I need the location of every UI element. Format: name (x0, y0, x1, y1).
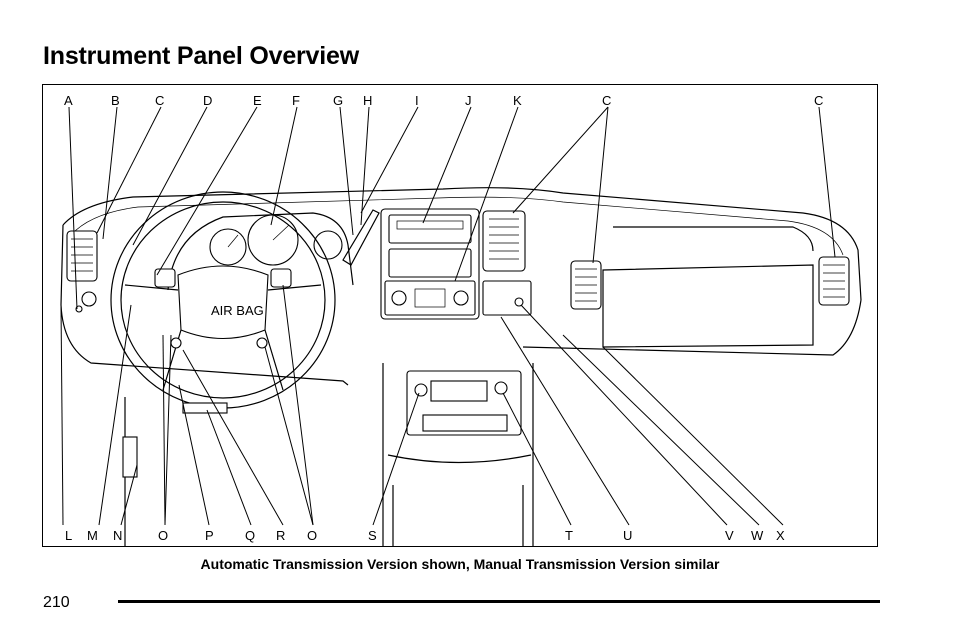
callout-s: S (368, 528, 377, 543)
footer-rule (118, 600, 880, 603)
figure-caption: Automatic Transmission Version shown, Ma… (200, 556, 720, 572)
callout-p: P (205, 528, 214, 543)
callout-g: G (333, 93, 343, 108)
callout-i: I (415, 93, 419, 108)
callout-q: Q (245, 528, 255, 543)
callout-leader-lines (60, 106, 836, 526)
right-wheel-controls (270, 268, 292, 288)
callout-c-left: C (155, 93, 164, 108)
callout-x: X (776, 528, 785, 543)
page-title: Instrument Panel Overview (43, 42, 359, 70)
callout-v: V (725, 528, 734, 543)
left-wheel-controls (154, 268, 176, 288)
audio-system (380, 208, 480, 320)
top-callouts: A B C D E F G H I J K C C (64, 93, 823, 108)
center-switch-panel (482, 280, 532, 316)
callout-d: D (203, 93, 212, 108)
callout-t: T (565, 528, 573, 543)
callout-o-right: O (307, 528, 317, 543)
steering-column (182, 402, 228, 414)
callout-l: L (65, 528, 72, 543)
panel-switch (75, 305, 83, 313)
upper-glove-box (613, 226, 814, 252)
headlamp-knob (81, 291, 97, 307)
center-console (382, 363, 534, 547)
callout-k: K (513, 93, 522, 108)
callout-n: N (113, 528, 122, 543)
steering-wheel: AIR BAG (110, 191, 336, 409)
page-number: 210 (43, 594, 70, 611)
left-air-vent (66, 230, 98, 282)
shift-lever (342, 209, 380, 266)
bottom-callouts: L M N O P Q R O S T U V W X (65, 528, 785, 543)
dashboard-drawing: AIR BAG (60, 187, 862, 547)
callout-u: U (623, 528, 632, 543)
callout-c-right: C (814, 93, 823, 108)
instrument-panel-figure: AIR BAG (42, 84, 878, 547)
callout-r: R (276, 528, 285, 543)
callout-f: F (292, 93, 300, 108)
callout-e: E (253, 93, 262, 108)
callout-h: H (363, 93, 372, 108)
right-air-vent (818, 256, 850, 306)
hood-release (122, 436, 138, 478)
callout-o-left: O (158, 528, 168, 543)
callout-c-center: C (602, 93, 611, 108)
callout-a: A (64, 93, 73, 108)
callout-m: M (87, 528, 98, 543)
steering-hub-label: AIR BAG (211, 303, 264, 318)
callout-w: W (751, 528, 764, 543)
callout-b: B (111, 93, 120, 108)
callout-j: J (465, 93, 472, 108)
instrument-cluster (167, 212, 354, 291)
center-air-vent (482, 210, 526, 272)
glove-box (602, 264, 814, 348)
passenger-center-vent (570, 260, 602, 310)
